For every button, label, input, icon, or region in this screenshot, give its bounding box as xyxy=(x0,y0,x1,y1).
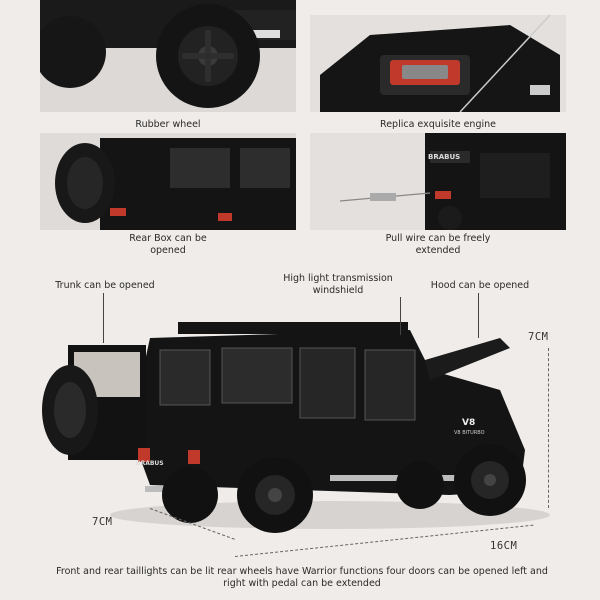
width-dimension-label: 7CM xyxy=(92,516,113,528)
footer-middle: rear wheels have Warrior xyxy=(217,566,337,577)
footer-right-line1: functions four doors can be opened left … xyxy=(339,566,548,577)
height-dimension-line xyxy=(548,348,549,508)
windshield-callout: High light transmission windshield xyxy=(263,273,413,297)
rear-box-caption-line1: Rear Box can be xyxy=(129,233,207,244)
rear-box-caption: Rear Box can be opened xyxy=(40,233,296,257)
rubber-wheel-caption: Rubber wheel xyxy=(135,119,201,130)
pull-wire-photo: BRABUS xyxy=(310,133,566,230)
hood-callout: Hood can be opened xyxy=(430,280,530,291)
pull-wire-caption-line1: Pull wire can be freely xyxy=(385,233,491,244)
rear-box-caption-line2: opened xyxy=(150,245,186,256)
footer-text: Front and rear taillights can be lit rea… xyxy=(42,566,562,590)
engine-caption: Replica exquisite engine xyxy=(380,119,496,130)
windshield-callout-line2: windshield xyxy=(312,285,364,296)
hood-leader-line xyxy=(478,293,479,338)
rear-box-photo xyxy=(40,133,296,230)
rear-brand-badge: BRABUS xyxy=(136,460,164,467)
plate-badge: V8 BITURBO xyxy=(454,430,485,436)
trunk-leader-line xyxy=(103,293,104,343)
trunk-callout: Trunk can be opened xyxy=(55,280,155,291)
pull-wire-caption: Pull wire can be freely extended xyxy=(310,233,566,257)
rubber-wheel-photo xyxy=(40,0,296,112)
hood-badge: V8 xyxy=(462,418,476,428)
windshield-leader-line xyxy=(400,297,401,335)
footer-right-line2: right with pedal can be extended xyxy=(223,578,381,589)
brabus-badge: BRABUS xyxy=(428,153,461,161)
windshield-callout-line1: High light transmission xyxy=(283,273,393,284)
pull-wire-caption-line2: extended xyxy=(415,245,461,256)
height-dimension-label: 7CM xyxy=(528,331,549,343)
main-car-illustration: BRABUS V8 V8 BITURBO xyxy=(30,300,550,540)
engine-photo xyxy=(310,15,566,112)
footer-left: Front and rear taillights can be lit xyxy=(56,566,215,577)
footer-line1: Front and rear taillights can be lit rea… xyxy=(42,566,562,578)
length-dimension-label: 16CM xyxy=(490,540,518,552)
